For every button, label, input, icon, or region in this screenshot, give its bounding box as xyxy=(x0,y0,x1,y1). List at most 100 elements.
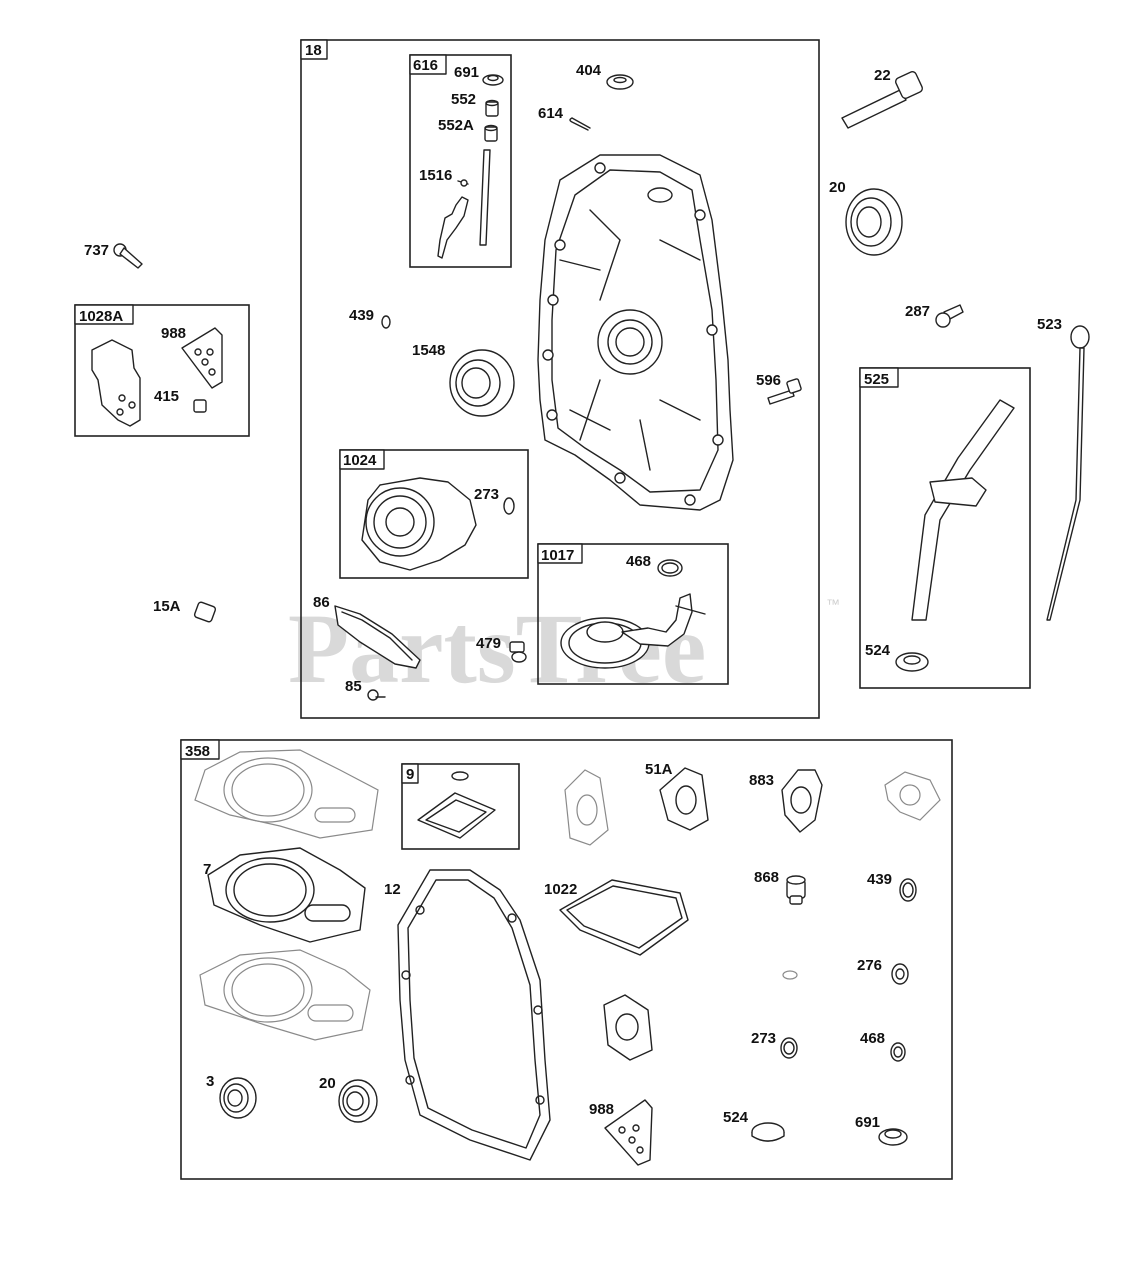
part-1022-gasket[interactable] xyxy=(559,879,689,956)
callout-86[interactable]: 86 xyxy=(313,594,330,611)
part-287-bolt[interactable] xyxy=(935,304,964,328)
part-85-screw[interactable] xyxy=(367,689,386,701)
part-1017-oil-pickup[interactable] xyxy=(560,593,706,669)
part-552A-bushing[interactable] xyxy=(484,124,498,142)
part-439-oring-kit[interactable] xyxy=(899,878,917,902)
part-86-gasket[interactable] xyxy=(334,605,421,669)
part-883-gasket[interactable] xyxy=(781,769,823,833)
part-15A-nut[interactable] xyxy=(193,601,217,623)
callout-988-kit[interactable]: 988 xyxy=(589,1101,614,1118)
part-525-dipstick-tube[interactable] xyxy=(911,399,1015,621)
box-label-358: 358 xyxy=(185,743,210,760)
part-head-gasket-upper[interactable] xyxy=(194,749,379,839)
callout-276[interactable]: 276 xyxy=(857,957,882,974)
assembly-box-1017[interactable]: 1017 xyxy=(537,543,729,685)
callout-51A[interactable]: 51A xyxy=(645,761,673,778)
callout-20-kit[interactable]: 20 xyxy=(319,1075,336,1092)
callout-1548[interactable]: 1548 xyxy=(412,342,445,359)
callout-883[interactable]: 883 xyxy=(749,772,774,789)
assembly-box-9[interactable]: 9 xyxy=(401,763,520,850)
part-404-washer[interactable] xyxy=(606,74,634,90)
callout-273[interactable]: 273 xyxy=(474,486,499,503)
callout-552[interactable]: 552 xyxy=(451,91,476,108)
callout-468-kit[interactable]: 468 xyxy=(860,1030,885,1047)
part-737-bolt[interactable] xyxy=(113,243,143,269)
part-1028A-bracket[interactable] xyxy=(91,339,141,427)
box-label-9: 9 xyxy=(406,766,414,783)
part-479-plug[interactable] xyxy=(509,641,527,663)
callout-552A[interactable]: 552A xyxy=(438,117,474,134)
part-691-seal[interactable] xyxy=(482,74,504,86)
callout-524[interactable]: 524 xyxy=(865,642,891,659)
assembly-box-525[interactable]: 525 xyxy=(859,367,1031,689)
assembly-box-18[interactable]: 18 xyxy=(300,39,820,719)
part-616-governor-shaft[interactable] xyxy=(437,149,491,259)
callout-12[interactable]: 12 xyxy=(384,881,401,898)
part-intake-gasket-a[interactable] xyxy=(564,769,609,846)
part-439-oring[interactable] xyxy=(381,315,391,329)
part-273-oring-kit[interactable] xyxy=(780,1037,798,1059)
assembly-box-1024[interactable]: 1024 xyxy=(339,449,529,579)
part-22-bolt[interactable] xyxy=(841,70,924,129)
callout-468[interactable]: 468 xyxy=(626,553,651,570)
assembly-box-1028A[interactable]: 1028A xyxy=(74,304,250,437)
callout-691-kit[interactable]: 691 xyxy=(855,1114,880,1131)
part-614-pin[interactable] xyxy=(569,117,591,131)
part-9-filter-gasket[interactable] xyxy=(417,771,496,839)
callout-1516[interactable]: 1516 xyxy=(419,167,452,184)
callout-7[interactable]: 7 xyxy=(203,861,211,878)
part-524-grommet-kit[interactable] xyxy=(751,1122,785,1142)
part-276-washer[interactable] xyxy=(891,963,909,985)
part-1516-screw[interactable] xyxy=(457,179,469,187)
callout-415[interactable]: 415 xyxy=(154,388,179,405)
callout-614[interactable]: 614 xyxy=(538,105,564,122)
box-label-18: 18 xyxy=(305,42,322,59)
part-3-seal[interactable] xyxy=(219,1077,257,1119)
part-1548-bearing[interactable] xyxy=(449,349,515,417)
callout-20[interactable]: 20 xyxy=(829,179,846,196)
callout-3[interactable]: 3 xyxy=(206,1073,214,1090)
callout-988[interactable]: 988 xyxy=(161,325,186,342)
part-273-oring[interactable] xyxy=(503,497,515,515)
part-524-grommet[interactable] xyxy=(895,652,929,672)
part-crankcase-cover[interactable] xyxy=(537,154,734,511)
part-988-gasket[interactable] xyxy=(181,327,223,389)
part-552-bushing[interactable] xyxy=(485,99,499,117)
part-523-dipstick[interactable] xyxy=(1046,325,1090,621)
part-868-valve-seal[interactable] xyxy=(786,875,806,905)
callout-287[interactable]: 287 xyxy=(905,303,930,320)
part-468-oring[interactable] xyxy=(657,559,683,577)
part-12-crankcase-gasket[interactable] xyxy=(397,869,551,1161)
callout-479[interactable]: 479 xyxy=(476,635,501,652)
part-7-head-gasket[interactable] xyxy=(207,847,366,943)
part-988-gasket-kit[interactable] xyxy=(604,1099,653,1166)
callout-404[interactable]: 404 xyxy=(576,62,602,79)
callout-524-kit[interactable]: 524 xyxy=(723,1109,749,1126)
part-head-gasket-lower[interactable] xyxy=(199,949,371,1041)
assembly-box-616[interactable]: 616 xyxy=(409,54,512,268)
part-20-seal-kit[interactable] xyxy=(338,1079,378,1123)
callout-439[interactable]: 439 xyxy=(349,307,374,324)
callout-22[interactable]: 22 xyxy=(874,67,891,84)
part-468-oring-kit[interactable] xyxy=(890,1042,906,1062)
callout-85[interactable]: 85 xyxy=(345,678,362,695)
part-596-bolt[interactable] xyxy=(767,378,802,405)
callout-1022[interactable]: 1022 xyxy=(544,881,577,898)
callout-737[interactable]: 737 xyxy=(84,242,109,259)
part-415-nut[interactable] xyxy=(193,399,207,413)
assembly-box-358[interactable]: 358 xyxy=(180,739,953,1180)
callout-439-kit[interactable]: 439 xyxy=(867,871,892,888)
callout-15A[interactable]: 15A xyxy=(153,598,181,615)
part-small-washer[interactable] xyxy=(782,970,798,980)
callout-273-kit[interactable]: 273 xyxy=(751,1030,776,1047)
part-exhaust-gasket[interactable] xyxy=(884,771,941,821)
callout-868[interactable]: 868 xyxy=(754,869,779,886)
part-51A-gasket[interactable] xyxy=(659,767,709,831)
callout-523[interactable]: 523 xyxy=(1037,316,1062,333)
part-20-seal[interactable] xyxy=(845,188,903,256)
part-1024-oil-pump[interactable] xyxy=(361,477,477,571)
callout-596[interactable]: 596 xyxy=(756,372,781,389)
part-intake-gasket-b[interactable] xyxy=(603,994,653,1061)
part-691-seal-kit[interactable] xyxy=(878,1128,908,1146)
callout-691[interactable]: 691 xyxy=(454,64,479,81)
